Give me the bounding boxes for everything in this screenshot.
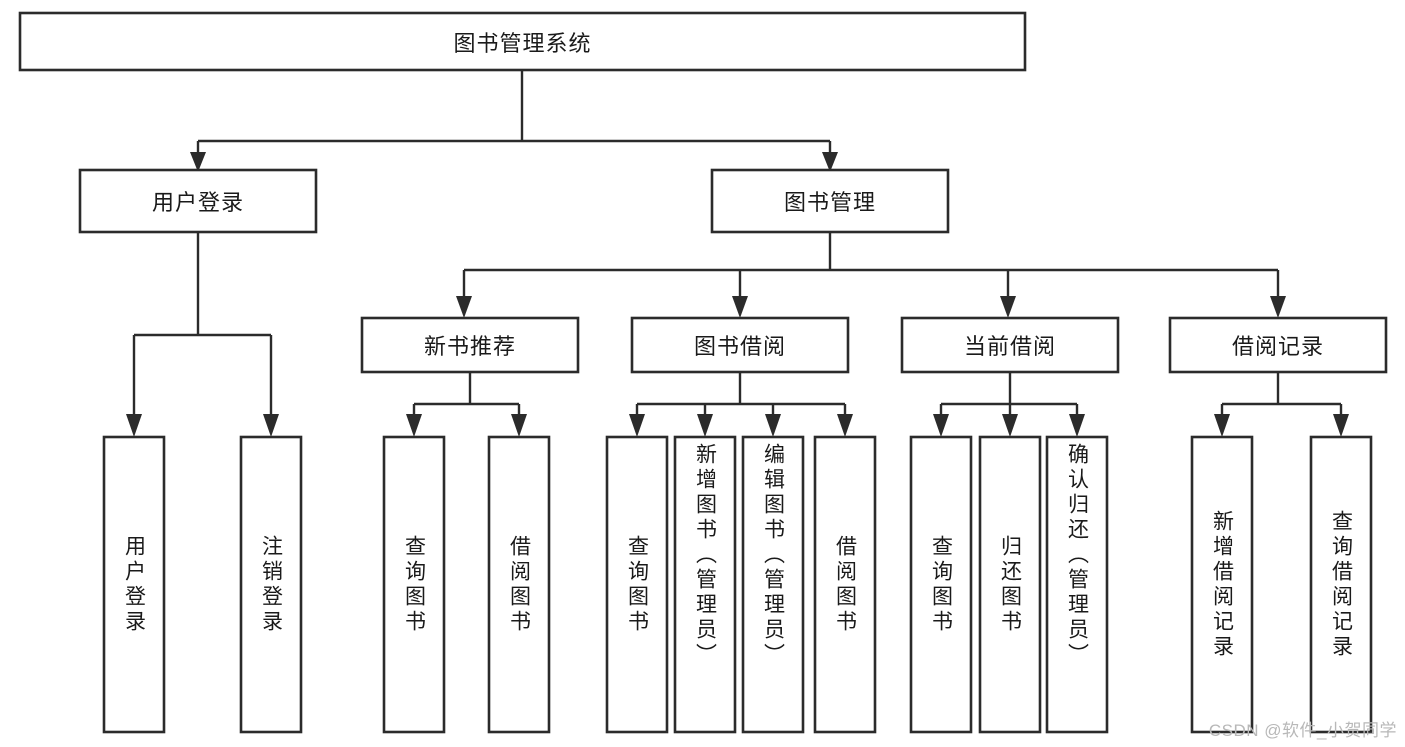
arrow-to-user-login (190, 152, 206, 172)
node-root-box[interactable] (18, 11, 1027, 72)
arrow-userlogin-leaf-2 (263, 414, 279, 437)
arrow-record-leaf-1 (1214, 414, 1230, 437)
arrow-current-leaf-3 (1069, 414, 1085, 437)
arrow-borrow-leaf-2 (697, 414, 713, 437)
arrow-to-book-borrow (732, 296, 748, 318)
leaf-box-record-2[interactable] (1309, 435, 1373, 734)
leaf-box-current-1[interactable] (909, 435, 973, 734)
node-current-borrow-box[interactable] (900, 316, 1120, 374)
leaf-box-current-3[interactable] (1045, 435, 1109, 734)
node-borrow-record-box[interactable] (1168, 316, 1388, 374)
leaf-box-borrow-2[interactable] (673, 435, 737, 734)
leaf-box-borrow-1[interactable] (605, 435, 669, 734)
node-book-manage-box[interactable] (710, 168, 950, 234)
node-new-book-recommend-box[interactable] (360, 316, 580, 374)
node-book-borrow-box[interactable] (630, 316, 850, 374)
leaf-box-recommend-2[interactable] (487, 435, 551, 734)
arrow-to-new-book-recommend (456, 296, 472, 318)
arrow-to-book-manage (822, 152, 838, 172)
arrow-record-leaf-2 (1333, 414, 1349, 437)
leaf-box-user-login-2[interactable] (239, 435, 303, 734)
arrow-current-leaf-1 (933, 414, 949, 437)
watermark: CSDN @软件_小贺同学 (1208, 721, 1397, 740)
arrow-recommend-leaf-2 (511, 414, 527, 437)
leaf-box-current-2[interactable] (978, 435, 1042, 734)
node-user-login-box[interactable] (78, 168, 318, 234)
leaf-box-user-login-1[interactable] (102, 435, 166, 734)
leaf-box-record-1[interactable] (1190, 435, 1254, 734)
arrow-to-current-borrow (1000, 296, 1016, 318)
arrow-borrow-leaf-1 (629, 414, 645, 437)
arrow-borrow-leaf-4 (837, 414, 853, 437)
arrow-borrow-leaf-3 (765, 414, 781, 437)
leaf-box-borrow-3[interactable] (741, 435, 805, 734)
arrow-userlogin-leaf-1 (126, 414, 142, 437)
arrow-recommend-leaf-1 (406, 414, 422, 437)
arrow-current-leaf-2 (1002, 414, 1018, 437)
arrow-to-borrow-record (1270, 296, 1286, 318)
leaf-box-recommend-1[interactable] (382, 435, 446, 734)
leaf-box-borrow-4[interactable] (813, 435, 877, 734)
